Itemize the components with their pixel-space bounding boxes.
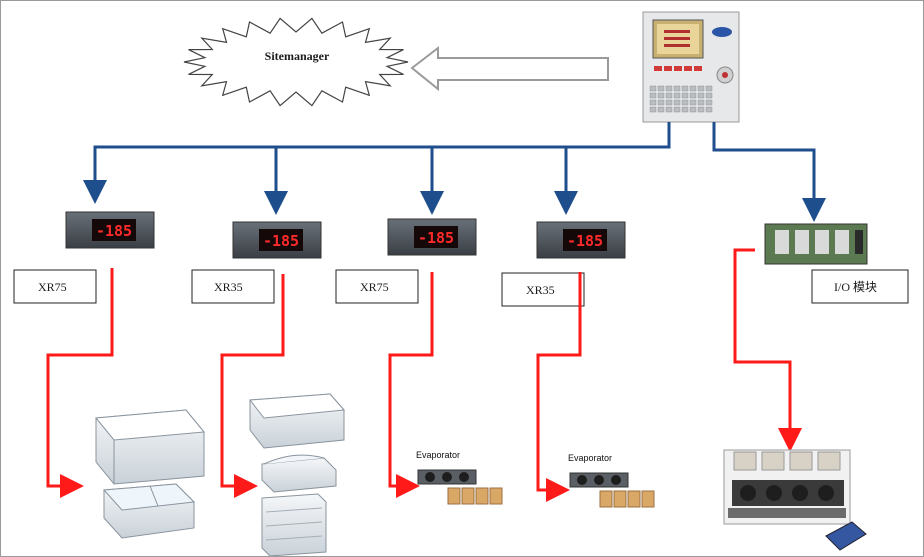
controller-label: XR35 xyxy=(214,280,243,294)
terminal-keyboard-key xyxy=(673,106,681,113)
display-case-island-1 xyxy=(102,483,196,539)
terminal-keyboard-key xyxy=(689,85,697,92)
compressor-rack xyxy=(723,449,867,551)
label-box-xr35-1: XR35 xyxy=(191,269,275,304)
terminal-keyboard-key xyxy=(705,106,713,113)
terminal-keyboard-key xyxy=(681,99,689,106)
terminal-function-key xyxy=(684,66,692,71)
terminal-function-key xyxy=(674,66,682,71)
controller-xr35-2: -185 xyxy=(536,221,626,259)
terminal-keyboard-key xyxy=(665,99,673,106)
controller-xr75-1: -185 xyxy=(65,211,155,249)
terminal-keyboard-key xyxy=(689,92,697,99)
terminal-keyboard-key xyxy=(649,99,657,106)
controller-label: XR35 xyxy=(526,283,555,297)
sitemanager-label: Sitemanager xyxy=(265,49,330,63)
controller-label: XR75 xyxy=(360,280,389,294)
terminal-keyboard-key xyxy=(657,99,665,106)
terminal-keyboard-key xyxy=(665,106,673,113)
output-lines xyxy=(46,248,802,502)
label-box-xr75-1: XR75 xyxy=(13,269,97,304)
sitemanager-cloud: Sitemanager xyxy=(183,17,409,107)
controller-xr35-1: -185 xyxy=(232,221,322,259)
supervisor-terminal xyxy=(642,11,740,123)
terminal-keyboard-key xyxy=(673,92,681,99)
bus-lines xyxy=(83,122,826,222)
terminal-keyboard-key xyxy=(657,106,665,113)
terminal-keyboard-key xyxy=(649,85,657,92)
evaporator-2: Evaporator xyxy=(568,453,655,508)
terminal-keyboard-key xyxy=(673,99,681,106)
terminal-keyboard-key xyxy=(649,92,657,99)
terminal-keyboard-key xyxy=(657,92,665,99)
terminal-keyboard-key xyxy=(697,85,705,92)
display-case-chest-2 xyxy=(249,393,346,449)
label-box-xr75-2: XR75 xyxy=(335,269,419,304)
terminal-keyboard-key xyxy=(697,106,705,113)
terminal-keyboard-key xyxy=(681,106,689,113)
terminal-keyboard-key xyxy=(705,99,713,106)
brand-logo-icon xyxy=(712,27,732,37)
evaporator-label: Evaporator xyxy=(416,450,460,460)
terminal-keyboard-key xyxy=(681,92,689,99)
hollow-arrow xyxy=(410,45,609,92)
io-module-label: I/O 模块 xyxy=(834,280,877,294)
display-case-chest-1 xyxy=(95,409,205,485)
terminal-keyboard-key xyxy=(657,85,665,92)
controller-xr75-2: -185 xyxy=(387,218,477,256)
io-module-board xyxy=(764,223,868,265)
controller-display: -185 xyxy=(418,229,454,247)
terminal-keyboard-key xyxy=(697,99,705,106)
terminal-keyboard-key xyxy=(673,85,681,92)
label-box-xr35-2: XR35 xyxy=(501,272,585,307)
terminal-keyboard-key xyxy=(665,92,673,99)
terminal-function-key xyxy=(654,66,662,71)
terminal-keyboard-key xyxy=(665,85,673,92)
terminal-keyboard-key xyxy=(689,99,697,106)
controller-label: XR75 xyxy=(38,280,67,294)
display-case-deli xyxy=(261,454,337,493)
display-case-upright xyxy=(261,493,327,557)
terminal-keyboard-key xyxy=(705,92,713,99)
controller-display: -185 xyxy=(96,222,132,240)
label-box-io-module: I/O 模块 xyxy=(811,269,909,304)
evaporator-1: Evaporator xyxy=(416,450,503,505)
terminal-keyboard-key xyxy=(697,92,705,99)
terminal-keyboard-key xyxy=(649,106,657,113)
terminal-keyboard-key xyxy=(681,85,689,92)
controller-display: -185 xyxy=(263,232,299,250)
evaporator-label: Evaporator xyxy=(568,453,612,463)
terminal-function-key xyxy=(664,66,672,71)
terminal-function-key xyxy=(694,66,702,71)
controller-display: -185 xyxy=(567,232,603,250)
terminal-keyboard-key xyxy=(689,106,697,113)
terminal-keyboard-key xyxy=(705,85,713,92)
